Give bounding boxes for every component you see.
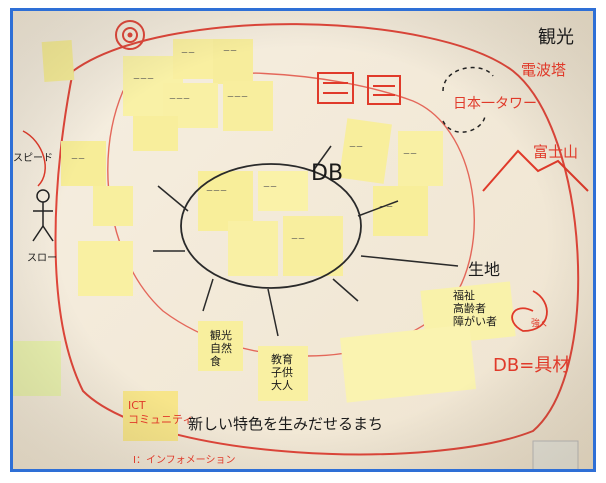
label-slogan: 新しい特色を生みだせるまち: [188, 415, 384, 433]
label-tsuyoku: 強く: [531, 319, 550, 329]
label-tower: 電波塔: [521, 61, 567, 79]
label-info-line: I：インフォメーション: [133, 455, 236, 466]
label-ict: ICT コミュニティ: [128, 399, 194, 426]
label-db-eq: DB=具材: [493, 355, 571, 376]
label-kanko-note: 観光 自然 食: [210, 329, 232, 368]
label-speed: スピード: [13, 153, 53, 164]
label-kanko: 観光: [538, 27, 574, 48]
label-fuji: 富士山: [533, 143, 579, 161]
label-slow: スロー: [27, 253, 57, 264]
label-kyoiku-note: 教育 子供 大人: [271, 353, 293, 392]
label-fukushi-note: 福祉 高齢者 障がい者: [453, 289, 497, 328]
label-seichi: 生地: [468, 260, 501, 279]
whiteboard-photo: ーー ーー ーーー ーーー ーーー ーー ーーー ーー ーー ーー ーー ーー: [13, 11, 593, 469]
photo-frame: ーー ーー ーーー ーーー ーーー ーー ーーー ーー ーー ーー ーー ーー: [10, 8, 596, 472]
label-japan-tower: 日本一タワー: [453, 96, 537, 112]
label-db: DB: [311, 161, 344, 186]
